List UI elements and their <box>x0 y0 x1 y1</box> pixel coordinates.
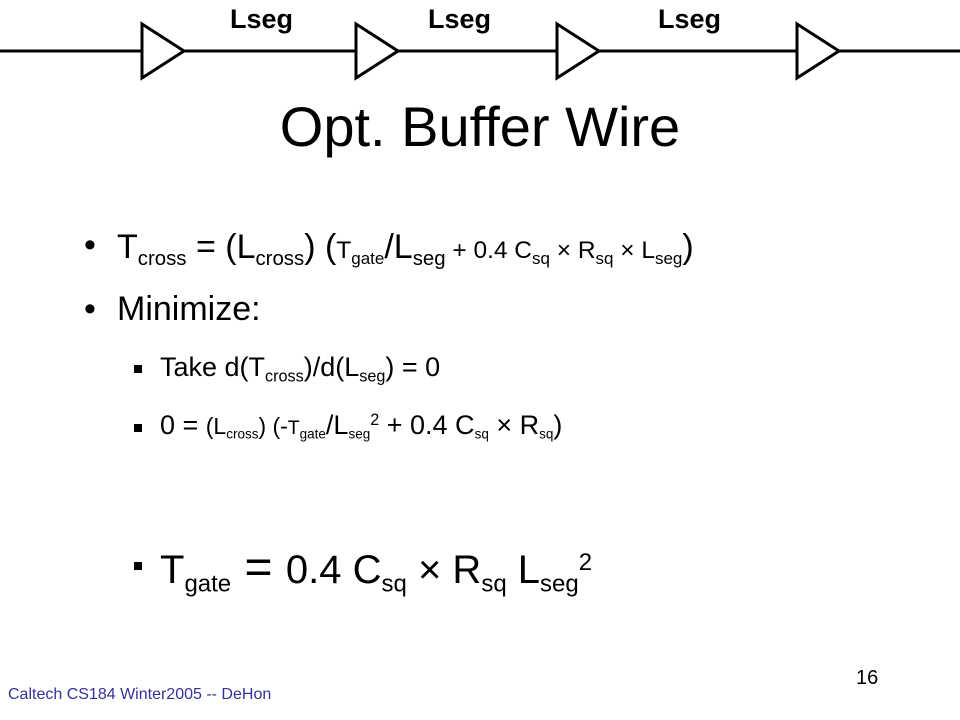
subbullet-square <box>134 424 142 432</box>
subbullet-derivative-equation: 0 = (Lcross) (-Tgate/Lseg2 + 0.4 Csq × R… <box>160 410 563 442</box>
subbullet-take-derivative: Take d(Tcross)/d(Lseg) = 0 <box>160 352 441 386</box>
subbullet-square <box>134 562 142 570</box>
segment-label-2: Lseg <box>428 4 492 34</box>
bullet-dot: • <box>84 226 96 264</box>
segment-label-1: Lseg <box>230 4 294 34</box>
buffer-triangle-2 <box>354 21 401 81</box>
buffer-triangle-4 <box>795 21 842 81</box>
slide-title: Opt. Buffer Wire <box>279 95 681 158</box>
buffer-triangle-3 <box>555 21 602 81</box>
bullet-t-cross-equation: Tcross = (Lcross) (Tgate/Lseg + 0.4 Csq … <box>117 228 694 271</box>
bullet-minimize: Minimize: <box>117 290 261 328</box>
page-number: 16 <box>856 667 879 689</box>
buffer-triangle-1 <box>140 21 187 81</box>
footer-course-info: Caltech CS184 Winter2005 -- DeHon <box>8 686 272 703</box>
segment-label-3: Lseg <box>658 4 722 34</box>
buffered-wire-diagram <box>0 21 960 81</box>
subbullet-square <box>134 365 142 373</box>
subbullet-optimal-tgate: Tgate = 0.4 Csq × Rsq Lseg2 <box>160 541 593 598</box>
bullet-dot: • <box>84 290 96 328</box>
